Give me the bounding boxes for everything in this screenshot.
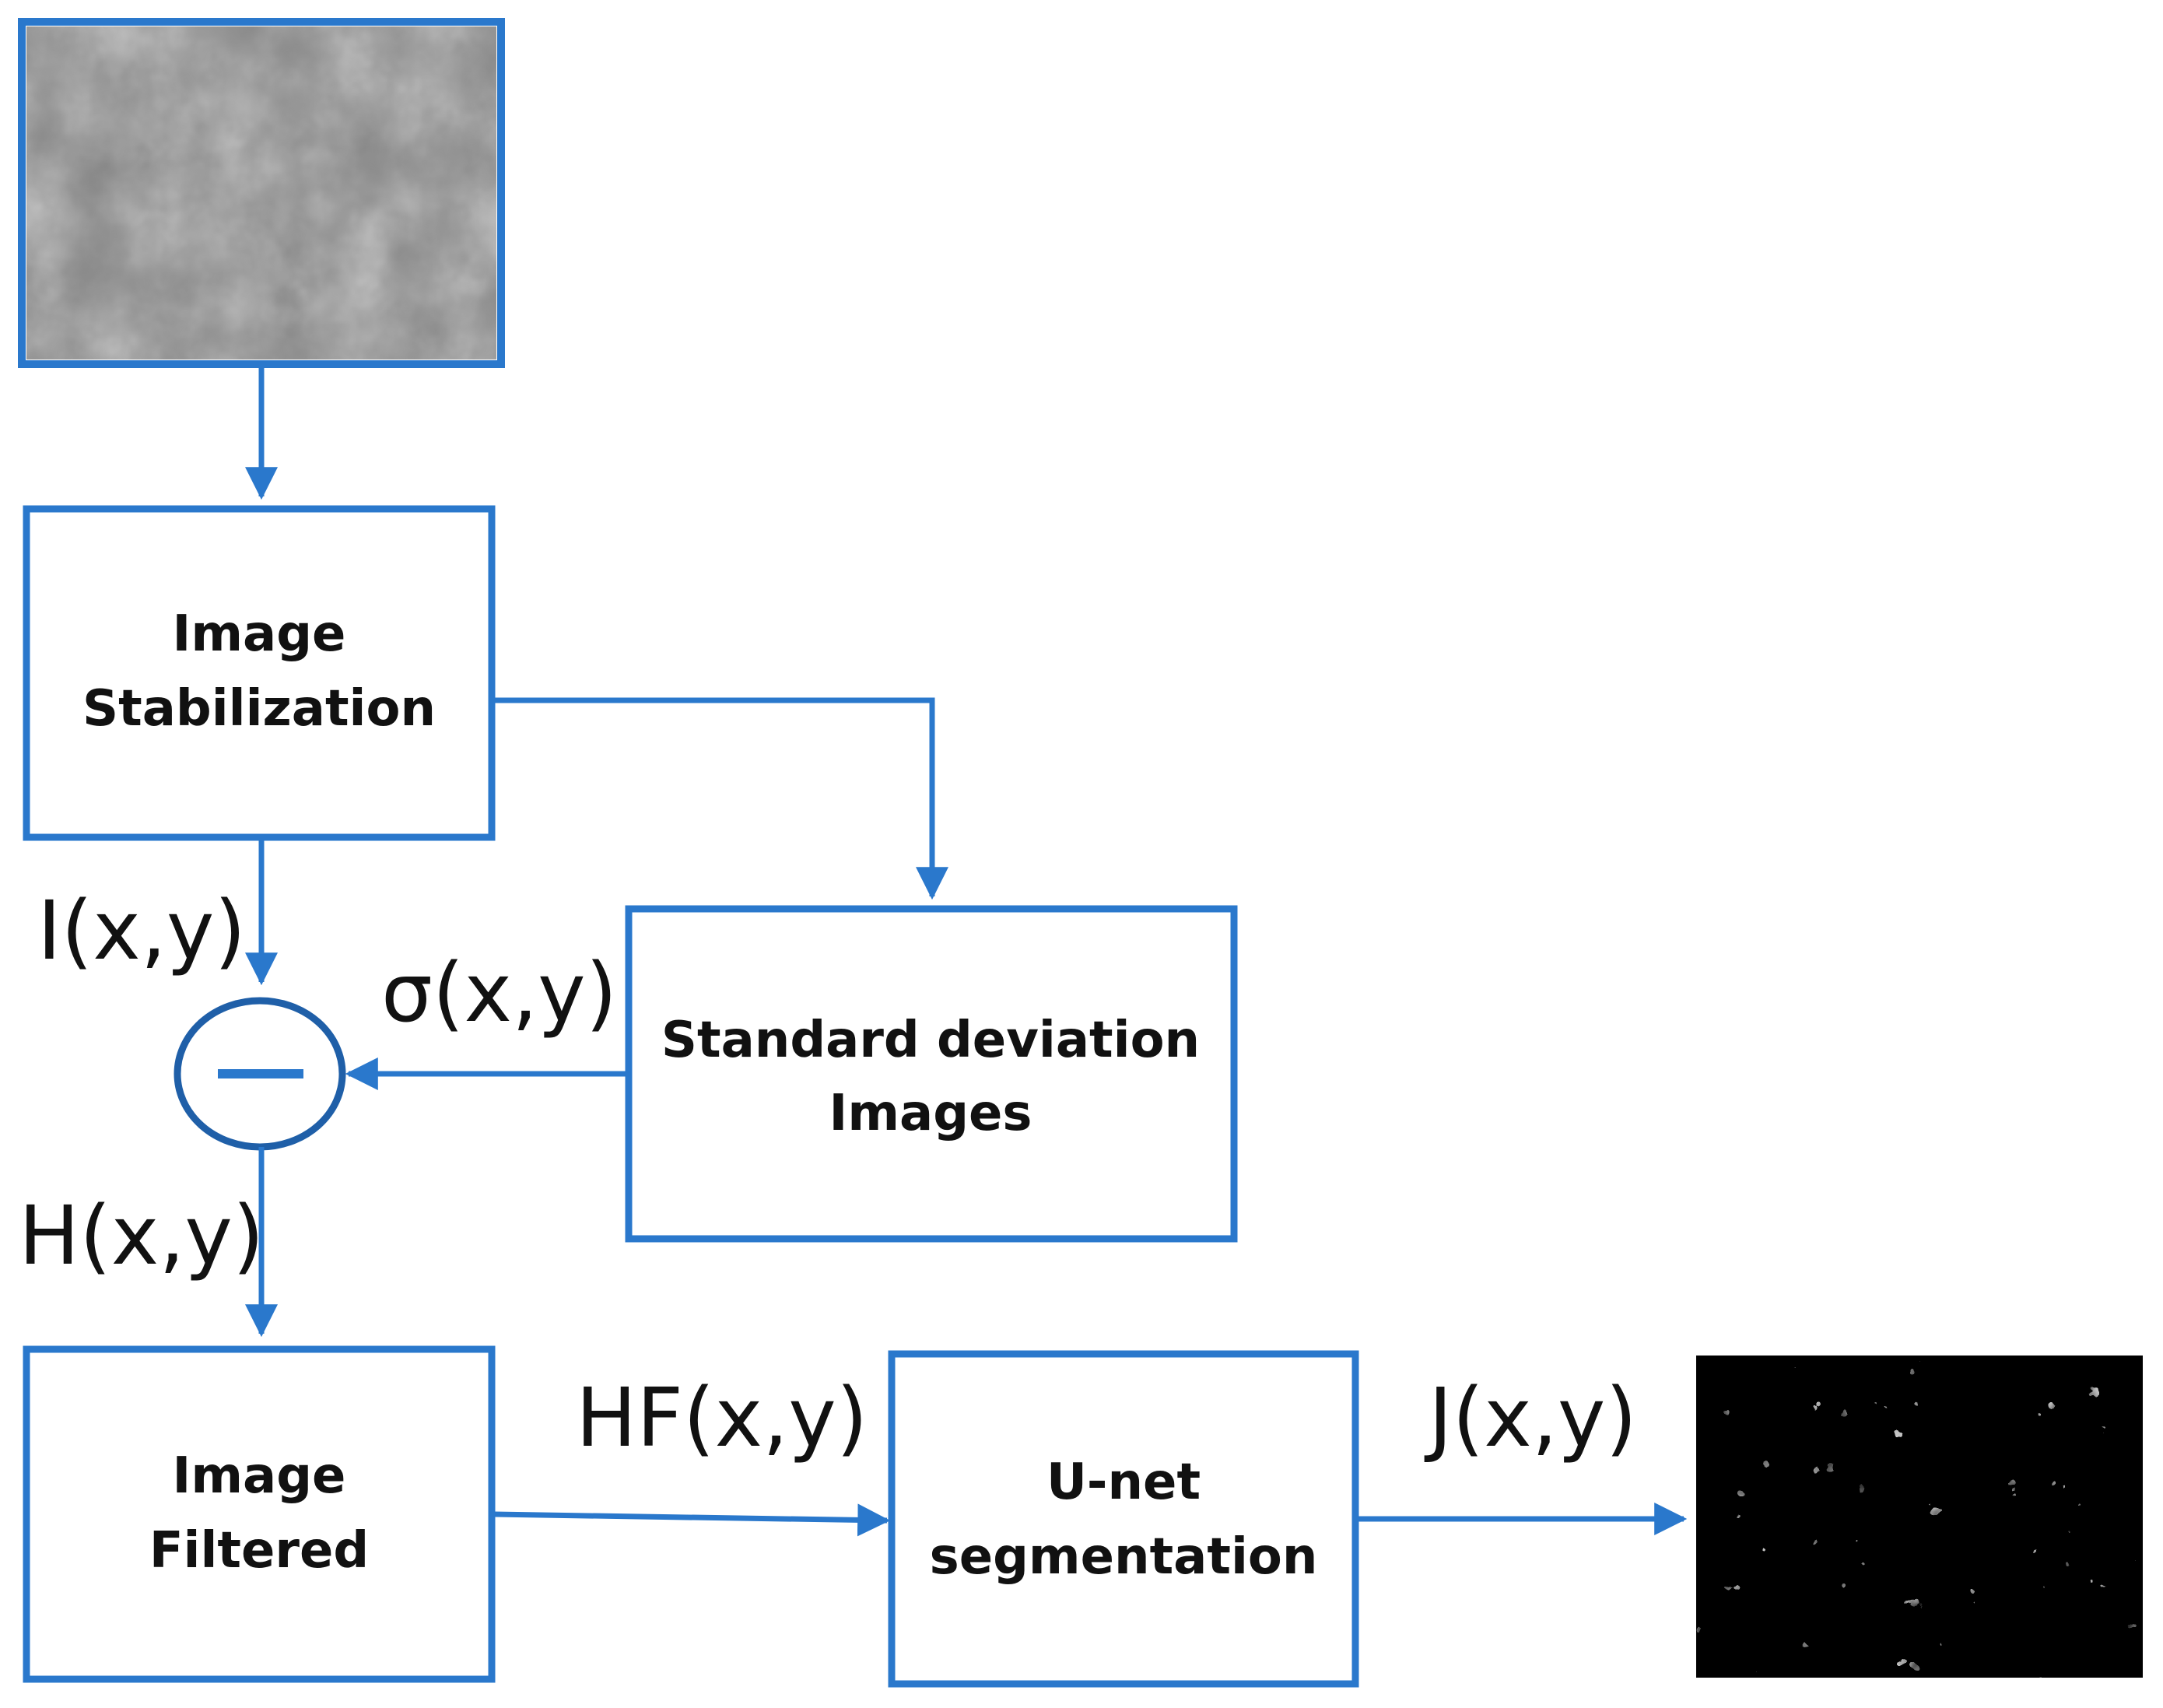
stabilization-block: Image Stabilization — [23, 505, 496, 841]
stddev-label-line2: Images — [829, 1085, 1032, 1142]
filtered-box — [23, 1345, 496, 1683]
stddev-label-line1: Standard deviation — [661, 1012, 1200, 1069]
unet-box — [888, 1350, 1359, 1688]
output-segmentation-image — [1696, 1356, 2143, 1678]
stabilization-box — [23, 505, 496, 841]
filtered-label-line1: Image — [173, 1447, 346, 1505]
stabilization-label-line2: Stabilization — [82, 680, 436, 738]
signal-hf-label: HF(x,y) — [576, 1370, 868, 1465]
arrow-filtered-to-unet — [491, 1503, 891, 1537]
input-image-texture — [26, 26, 496, 359]
signal-sigma-label: σ(x,y) — [381, 945, 617, 1040]
stddev-box — [625, 905, 1238, 1243]
signal-i-label: I(x,y) — [37, 883, 246, 978]
unet-label-line2: segmentation — [930, 1528, 1318, 1586]
signal-h-label: H(x,y) — [19, 1188, 265, 1283]
filtered-block: Image Filtered — [23, 1345, 496, 1683]
unet-label-line1: U-net — [1046, 1454, 1201, 1511]
stddev-block: Standard deviation Images — [625, 905, 1238, 1243]
arrow-stabilization-to-stddev — [492, 697, 948, 900]
stabilization-label-line1: Image — [173, 605, 346, 663]
input-image — [18, 18, 505, 368]
signal-j-label: J(x,y) — [1424, 1370, 1637, 1465]
output-image-mask — [1696, 1356, 2143, 1678]
filtered-label-line2: Filtered — [149, 1522, 369, 1580]
unet-block: U-net segmentation — [888, 1350, 1359, 1688]
subtractor-node — [174, 997, 346, 1151]
